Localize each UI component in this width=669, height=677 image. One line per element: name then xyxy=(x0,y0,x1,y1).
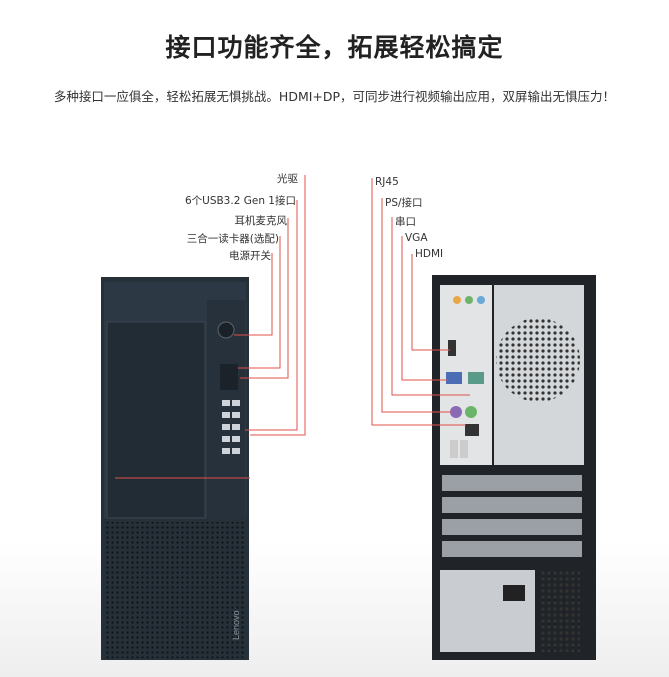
callout-usb: 6个USB3.2 Gen 1接口 xyxy=(184,195,296,207)
lenovo-logo: Lenovo xyxy=(231,610,241,640)
callout-optical-drive: 光驱 xyxy=(277,173,298,185)
callout-rj45: RJ45 xyxy=(375,176,399,188)
callout-serial: 串口 xyxy=(395,216,416,228)
callout-vga: VGA xyxy=(405,232,428,244)
callout-lines xyxy=(115,175,470,479)
callout-hdmi: HDMI xyxy=(415,248,444,260)
power-button-icon xyxy=(217,321,235,339)
front-tower: Lenovo xyxy=(101,277,249,660)
page-subtitle: 多种接口一应俱全，轻松拓展无惧挑战。HDMI+DP，可同步进行视频输出应用，双屏… xyxy=(53,89,616,104)
rear-tower xyxy=(432,275,596,660)
callout-ps2: PS/接口 xyxy=(385,197,423,209)
page-title: 接口功能齐全，拓展轻松搞定 xyxy=(165,33,504,62)
callout-audio: 耳机麦克风 xyxy=(234,215,288,227)
callout-card-reader: 三合一读卡器(选配) xyxy=(186,233,279,245)
callout-power-switch: 电源开关 xyxy=(229,250,271,262)
